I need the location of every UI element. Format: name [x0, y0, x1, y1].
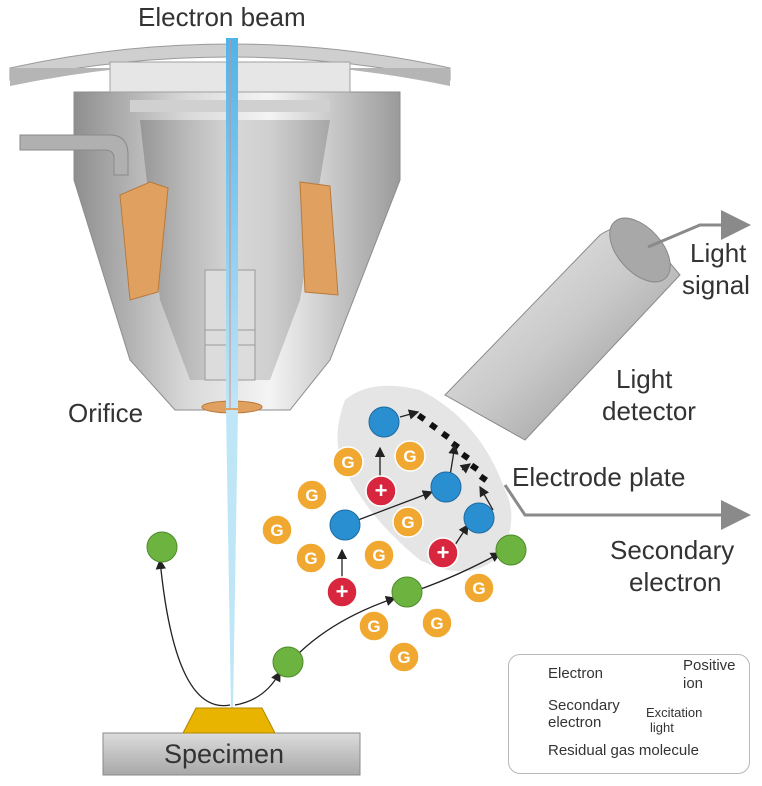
positive-ion-symbol: +	[437, 540, 450, 565]
electron-beam-label: Electron beam	[138, 2, 306, 32]
orifice-label: Orifice	[68, 398, 144, 428]
electron-beam-focus	[226, 410, 238, 710]
electron-particle	[430, 471, 462, 503]
gas-molecule-particle: G	[261, 514, 293, 546]
specimen-label: Specimen	[164, 739, 285, 769]
light-signal-label-line1: Light	[690, 238, 747, 268]
gas-molecule-particle: G	[295, 542, 327, 574]
specimen-sample	[182, 707, 276, 734]
light-signal-arrow	[647, 210, 751, 249]
secondary-electron-arrow	[503, 484, 751, 530]
legend-excitation-light-label-line2: light	[650, 720, 674, 735]
positive-ion-particle: +	[326, 576, 358, 608]
right-magnet-coil	[299, 181, 339, 296]
gas-molecule-letter: G	[401, 513, 414, 532]
positive-ion-symbol: +	[336, 579, 349, 604]
secondary-electron-particle	[391, 576, 423, 608]
gas-molecule-particle: G	[421, 607, 453, 639]
light-detector-label-line2: detector	[602, 396, 696, 426]
light-detector-label-line1: Light	[616, 364, 673, 394]
gas-molecule-letter: G	[367, 617, 380, 636]
secondary-electron-label-line2: electron	[629, 567, 722, 597]
legend-secondary-electron-label-line1: Secondary	[548, 697, 620, 714]
legend	[508, 654, 750, 774]
gas-molecule-particle: G	[363, 539, 395, 571]
electrons	[329, 406, 495, 541]
left-magnet-coil	[119, 181, 169, 301]
gas-molecule-letter: G	[372, 546, 385, 565]
electrode-plate-label: Electrode plate	[512, 462, 686, 492]
positive-ion-symbol: +	[375, 478, 388, 503]
gas-molecule-particle: G	[388, 641, 420, 673]
gas-molecule-letter: G	[403, 447, 416, 466]
secondary-electron-particle	[272, 646, 304, 678]
positive-ion-particle: +	[427, 537, 459, 569]
legend-secondary-electron-label-line2: electron	[548, 714, 602, 731]
gas-molecule-particle: G	[392, 506, 424, 538]
gas-molecule-letter: G	[305, 486, 318, 505]
positive-ion-particle: +	[365, 475, 397, 507]
legend-positive-ion-label-line2: ion	[683, 675, 704, 692]
gas-molecule-letter: G	[397, 648, 410, 667]
positive-ions: + + +	[326, 475, 459, 608]
gas-molecule-particle: G	[394, 440, 426, 472]
secondary-electron-label-line1: Secondary	[610, 535, 735, 565]
electron-particle	[463, 502, 495, 534]
light-detector	[444, 217, 681, 441]
legend-positive-ion-label-line1: Positive	[683, 657, 736, 674]
secondary-electrons	[146, 531, 527, 678]
gas-molecule-letter: G	[472, 579, 485, 598]
gas-molecule-letter: G	[304, 549, 317, 568]
electron-particle	[329, 509, 361, 541]
secondary-electron-particle	[495, 534, 527, 566]
gas-molecule-particle: G	[358, 610, 390, 642]
gas-molecule-letter: G	[341, 453, 354, 472]
legend-excitation-light-label-line1: Excitation	[646, 705, 703, 720]
light-signal-label-line2: signal	[682, 270, 750, 300]
specimen-stage	[102, 732, 361, 776]
legend-electron-label: Electron	[548, 665, 604, 682]
gas-molecule-particle: G	[332, 446, 364, 478]
gas-molecule-letter: G	[270, 521, 283, 540]
gas-molecule-letter: G	[430, 614, 443, 633]
electron-beam	[226, 38, 238, 408]
gas-molecule-particle: G	[296, 479, 328, 511]
secondary-electron-particle	[146, 531, 178, 563]
gas-molecule-particle: G	[463, 572, 495, 604]
legend-residual-gas-label: Residual gas molecule	[548, 742, 699, 759]
electron-particle	[368, 406, 400, 438]
